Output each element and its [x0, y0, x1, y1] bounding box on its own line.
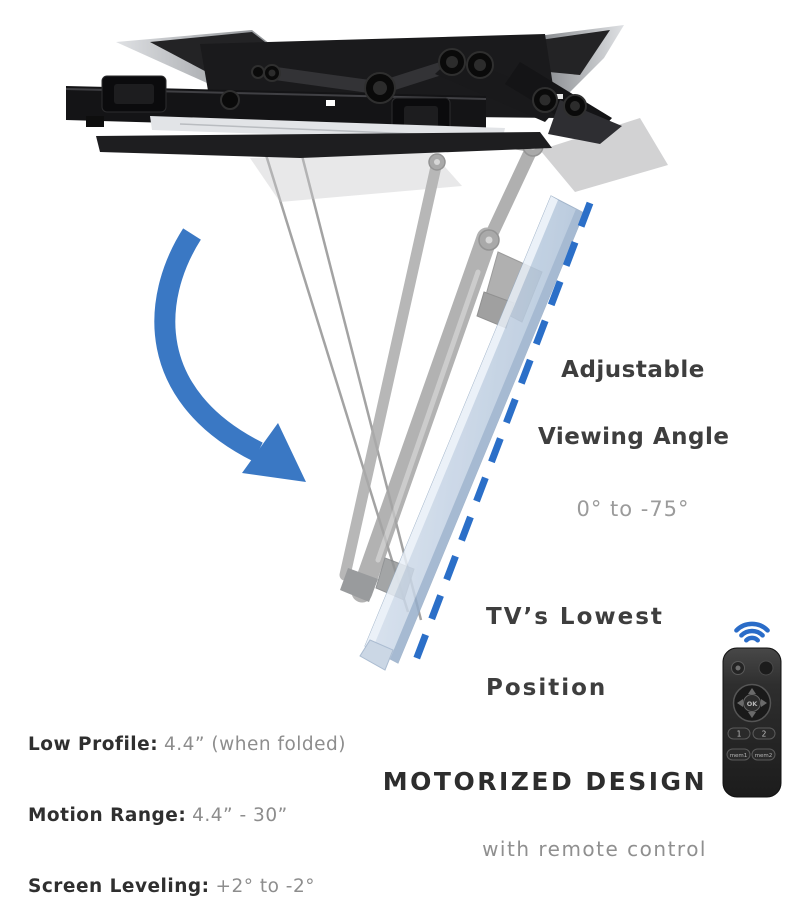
- remote-control: OK 1 2 mem1 mem2: [722, 647, 782, 798]
- viewing-angle-annotation: Adjustable Viewing Angle 0° to -75°: [538, 318, 730, 540]
- ceiling-mount: [65, 25, 624, 158]
- remote-preset2-label: 2: [762, 730, 767, 739]
- remote-mem2-label: mem2: [755, 753, 773, 759]
- feature-callout: MOTORIZED DESIGN with remote control: [383, 729, 707, 880]
- lowest-position-line1: TV’s Lowest: [486, 604, 664, 630]
- feature-subtitle: with remote control: [482, 837, 707, 861]
- remote-preset1-label: 1: [737, 730, 742, 739]
- remote-ok-label: OK: [747, 700, 759, 708]
- remote-mem1-label: mem1: [730, 753, 748, 759]
- motion-arrow-icon: [154, 228, 306, 482]
- remote-preset-buttons: 1 2: [727, 727, 776, 740]
- lowest-position-line2: Position: [486, 675, 608, 701]
- spec-low-profile: Low Profile: 4.4” (when folded): [28, 734, 347, 755]
- viewing-angle-title-line1: Adjustable: [561, 357, 705, 383]
- lowest-position-annotation: TV’s Lowest Position: [486, 563, 664, 724]
- spec-list: Low Profile: 4.4” (when folded) Motion R…: [28, 690, 346, 922]
- viewing-angle-range: 0° to -75°: [576, 497, 690, 521]
- lift-cables: [260, 139, 423, 621]
- product-illustration: OK 1 2 mem1 mem2: [65, 25, 782, 798]
- tv-panel: [359, 195, 585, 671]
- wifi-signal-icon: [734, 621, 770, 643]
- remote-top-button: [758, 660, 774, 676]
- spec-screen-leveling: Screen Leveling: +2° to -2°: [28, 876, 316, 897]
- spec-motion-range: Motion Range: 4.4” - 30”: [28, 805, 288, 826]
- remote-power-button: [731, 661, 745, 675]
- remote-memory-buttons: mem1 mem2: [726, 748, 776, 761]
- feature-title: MOTORIZED DESIGN: [382, 767, 707, 796]
- remote-dpad: OK: [732, 683, 772, 723]
- viewing-angle-title-line2: Viewing Angle: [538, 424, 730, 450]
